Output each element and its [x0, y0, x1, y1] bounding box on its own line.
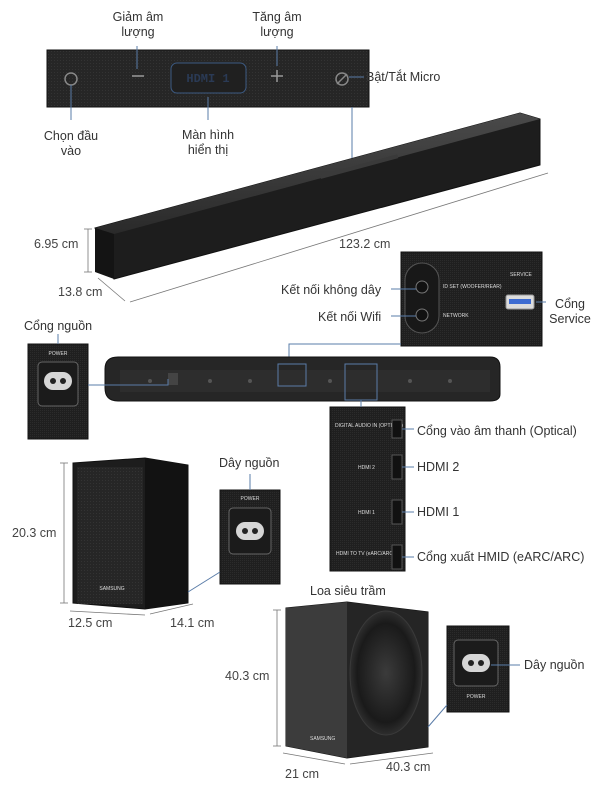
- rear-speaker-depth-label: 14.1 cm: [170, 616, 215, 630]
- hdmi2-port-icon: [391, 454, 403, 480]
- ports-panel: DIGITAL AUDIO IN (OPTICAL) HDMI 2 HDMI 1…: [329, 406, 406, 572]
- subwoofer-power-cable-label: Dây nguồn: [524, 658, 585, 672]
- power-callouts: [57, 334, 169, 386]
- soundbar-power-panel: POWER: [27, 343, 89, 440]
- hdmi-out-label: Cổng xuất HMID (eARC/ARC): [417, 550, 585, 564]
- network-button-icon: [415, 308, 429, 322]
- optical-text: DIGITAL AUDIO IN (OPTICAL): [335, 423, 404, 429]
- rear-speaker-power-cable-label: Dây nguồn: [219, 456, 280, 470]
- soundbar-dimension-lines: [84, 172, 549, 303]
- rear-speaker-power-panel: POWER: [219, 489, 281, 585]
- rear-speaker-height-label: 20.3 cm: [12, 526, 57, 540]
- subwoofer-power-text: POWER: [467, 694, 486, 700]
- rear-power-text: POWER: [241, 496, 260, 502]
- subwoofer-dimension-lines: [273, 609, 434, 765]
- optical-port-icon: [391, 419, 403, 439]
- display-readout: HDMI 1: [186, 72, 229, 86]
- volume-down-label: Giảm âm lượng: [112, 10, 164, 39]
- rear-speaker-width-label: 12.5 cm: [68, 616, 113, 630]
- volume-up-label: Tăng âm lượng: [252, 10, 302, 39]
- rear-speaker: SAMSUNG: [72, 457, 189, 610]
- hdmi-out-port-icon: [391, 544, 403, 570]
- network-text: NETWORK: [443, 313, 469, 319]
- id-set-button-icon: [415, 280, 429, 294]
- subwoofer-width-label: 21 cm: [285, 767, 320, 781]
- soundbar-depth-label: 13.8 cm: [58, 285, 103, 299]
- power-port-label: Cổng nguồn: [24, 319, 93, 333]
- hdmi1-label: HDMI 1: [417, 505, 460, 519]
- id-set-text: ID SET (WOOFER/REAR): [443, 284, 502, 290]
- soundbar-height-label: 6.95 cm: [34, 237, 79, 251]
- rear-speaker-callouts: [187, 474, 251, 593]
- hdmi2-label: HDMI 2: [417, 460, 460, 474]
- soundbar-rear-view: [104, 356, 501, 402]
- wireless-service-panel: ID SET (WOOFER/REAR) NETWORK SERVICE: [400, 251, 543, 347]
- wireless-connect-label: Kết nối không dây: [281, 283, 382, 297]
- wifi-connect-label: Kết nối Wifi: [318, 310, 382, 324]
- subwoofer-title: Loa siêu trầm: [310, 584, 386, 598]
- soundbar-body: [94, 112, 541, 280]
- mic-toggle-label: Bật/Tắt Micro: [366, 70, 441, 84]
- hdmi-out-text: HDMI TO TV (eARC/ARC): [336, 551, 395, 557]
- display-window: [170, 62, 247, 94]
- subwoofer-height-label: 40.3 cm: [225, 669, 270, 683]
- subwoofer-brand: SAMSUNG: [310, 736, 335, 742]
- hdmi1-port-icon: [391, 499, 403, 525]
- wireless-callouts: [288, 288, 546, 361]
- subwoofer-depth-label: 40.3 cm: [386, 760, 431, 774]
- display-label: Màn hình hiển thị: [181, 128, 235, 157]
- service-text: SERVICE: [510, 272, 533, 278]
- power-text: POWER: [49, 351, 68, 357]
- optical-input-label: Cổng vào âm thanh (Optical): [417, 424, 577, 438]
- hdmi2-text: HDMI 2: [358, 465, 375, 471]
- rear-wireless-area: [277, 363, 307, 387]
- rear-speaker-brand: SAMSUNG: [99, 586, 124, 592]
- ports-callouts: [360, 400, 414, 558]
- hdmi1-text: HDMI 1: [358, 510, 375, 516]
- subwoofer: SAMSUNG: [285, 601, 429, 759]
- service-port-label: Cổng Service: [549, 297, 591, 326]
- input-select-label: Chọn đầu vào: [43, 129, 99, 158]
- rear-speaker-dimension-lines: [60, 462, 194, 616]
- soundbar-width-label: 123.2 cm: [339, 237, 391, 251]
- subwoofer-callouts: [427, 664, 520, 728]
- woofer-cone: [349, 610, 423, 736]
- subwoofer-power-panel: POWER: [446, 625, 510, 713]
- rear-power-socket: [168, 373, 178, 385]
- button-recess: [404, 262, 440, 334]
- mic-toggle-icon: [335, 72, 349, 86]
